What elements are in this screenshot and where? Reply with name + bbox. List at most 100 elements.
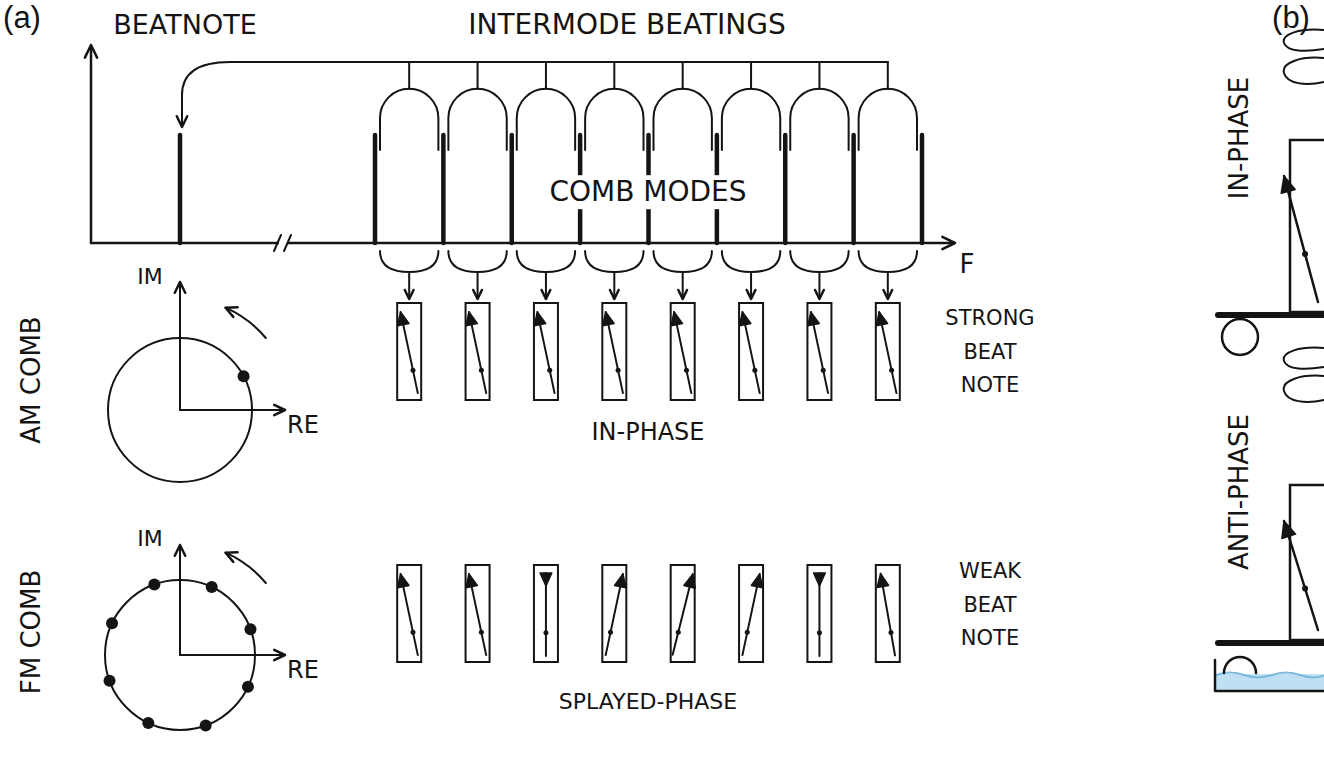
metronome-box <box>876 303 900 400</box>
row-label: AM COMB <box>16 316 47 443</box>
metronome-box <box>739 565 763 662</box>
pendulum-pivot <box>608 630 613 635</box>
intermode-bracket <box>448 89 506 150</box>
pendulum-weight <box>1282 521 1296 538</box>
imaginary-axis <box>179 284 181 410</box>
pendulum-pivot <box>684 368 689 373</box>
rotation-arrow <box>226 553 266 583</box>
panel-label-holder: (a) <box>3 0 41 37</box>
axis-arrow-head <box>942 237 955 249</box>
beatnote-arrow-head <box>177 116 187 127</box>
beatnote-line <box>178 135 183 243</box>
phasor-dot <box>206 581 218 593</box>
mode-arrow-stem <box>613 272 615 296</box>
oscillation-trace <box>1284 376 1324 402</box>
pendulum-pivot <box>676 630 681 635</box>
axis-label-holder: F <box>960 249 975 280</box>
pendulum-pivot <box>410 630 415 635</box>
rotation-arrow-head <box>226 552 238 562</box>
axis-label-holder: IM <box>137 526 162 552</box>
comb-mode-line <box>851 135 856 243</box>
mode-arrow-stem <box>818 272 820 296</box>
pendulum-pivot <box>817 630 822 635</box>
mode-arrow-stem <box>682 272 684 296</box>
real-axis <box>180 409 283 411</box>
oscillation-trace <box>1284 58 1324 84</box>
mode-arrow-stem <box>887 272 889 296</box>
pendulum-weight <box>739 312 750 326</box>
phasor-dot <box>106 617 118 629</box>
axis-label: RE <box>287 411 319 440</box>
mode-brace <box>654 251 712 272</box>
phase-label-holder: SPLAYED-PHASE <box>559 689 737 715</box>
intermode-stem <box>477 62 479 89</box>
mode-brace <box>380 251 438 272</box>
imaginary-axis <box>179 547 181 655</box>
oscillation-trace <box>1284 348 1324 369</box>
mode-arrow-head <box>610 290 619 299</box>
phasor-dot <box>104 675 116 687</box>
intermode-stem <box>613 62 615 89</box>
intermode-bracket <box>380 89 438 150</box>
metronome-box <box>671 303 695 400</box>
metronome-box <box>534 303 558 400</box>
pendulum-weight <box>877 574 889 588</box>
pendulum-pivot <box>547 368 552 373</box>
pendulum-pivot <box>543 630 548 635</box>
comb-mode-line <box>920 135 925 243</box>
panel-label: (b) <box>1272 0 1310 37</box>
metronome-box <box>602 303 626 400</box>
intermode-bracket <box>790 89 848 150</box>
real-axis <box>180 654 283 656</box>
axis-title: BEATNOTE <box>113 9 256 41</box>
group-label-holder: INTERMODE BEATINGS <box>468 8 785 42</box>
mode-arrow-head <box>405 290 414 299</box>
intermode-stem <box>818 62 820 89</box>
phase-label: IN-PHASE <box>1224 77 1255 199</box>
panel-label: (a) <box>3 0 41 37</box>
axis-arrow-head <box>274 650 285 660</box>
pendulum-weight <box>684 574 695 588</box>
mode-brace <box>448 251 506 272</box>
mode-brace <box>517 251 575 272</box>
axis-title-holder: BEATNOTE <box>113 9 256 41</box>
metronome-box <box>602 565 626 662</box>
pendulum-rod <box>1284 176 1318 302</box>
mode-brace <box>790 251 848 272</box>
axis-label-holder: IM <box>137 264 162 290</box>
mode-brace <box>859 251 917 272</box>
water-tank <box>1215 660 1324 691</box>
intermode-stem <box>750 62 752 89</box>
mode-arrow-stem <box>408 272 410 296</box>
intermode-stem <box>408 62 410 89</box>
float-roller <box>1224 657 1256 673</box>
axis-label: RE <box>287 656 319 685</box>
mode-arrow-head <box>883 290 892 299</box>
frequency-axis-x <box>91 242 953 245</box>
axis-arrow-head <box>274 405 285 415</box>
row-label-holder: FM COMB <box>16 570 47 695</box>
result-note-holder: WEAK BEAT NOTE <box>940 555 1040 656</box>
mode-brace <box>585 251 643 272</box>
mode-arrow-stem <box>750 272 752 296</box>
result-note-holder: STRONG BEAT NOTE <box>940 302 1040 403</box>
metronome-box <box>466 303 490 400</box>
pendulum-rod <box>1284 521 1318 630</box>
pendulum-weight <box>751 574 762 588</box>
rotation-arrow-head <box>226 307 238 317</box>
comb-mode-line <box>373 135 378 243</box>
result-note: WEAK BEAT NOTE <box>940 555 1040 656</box>
pendulum-weight <box>603 312 614 326</box>
mode-arrow-stem <box>545 272 547 296</box>
pendulum-pivot <box>479 630 484 635</box>
phasor-dot <box>142 717 154 729</box>
pendulum-pivot <box>889 368 894 373</box>
mode-arrow-head <box>678 290 687 299</box>
mode-arrow-stem <box>477 272 479 296</box>
axis-arrow-head <box>175 545 185 556</box>
group-label-holder: COMB MODES <box>543 175 752 209</box>
metronome-box <box>739 303 763 400</box>
pendulum-pivot <box>1302 586 1308 592</box>
intermode-bracket <box>517 89 575 150</box>
phasor-dot <box>242 681 254 693</box>
